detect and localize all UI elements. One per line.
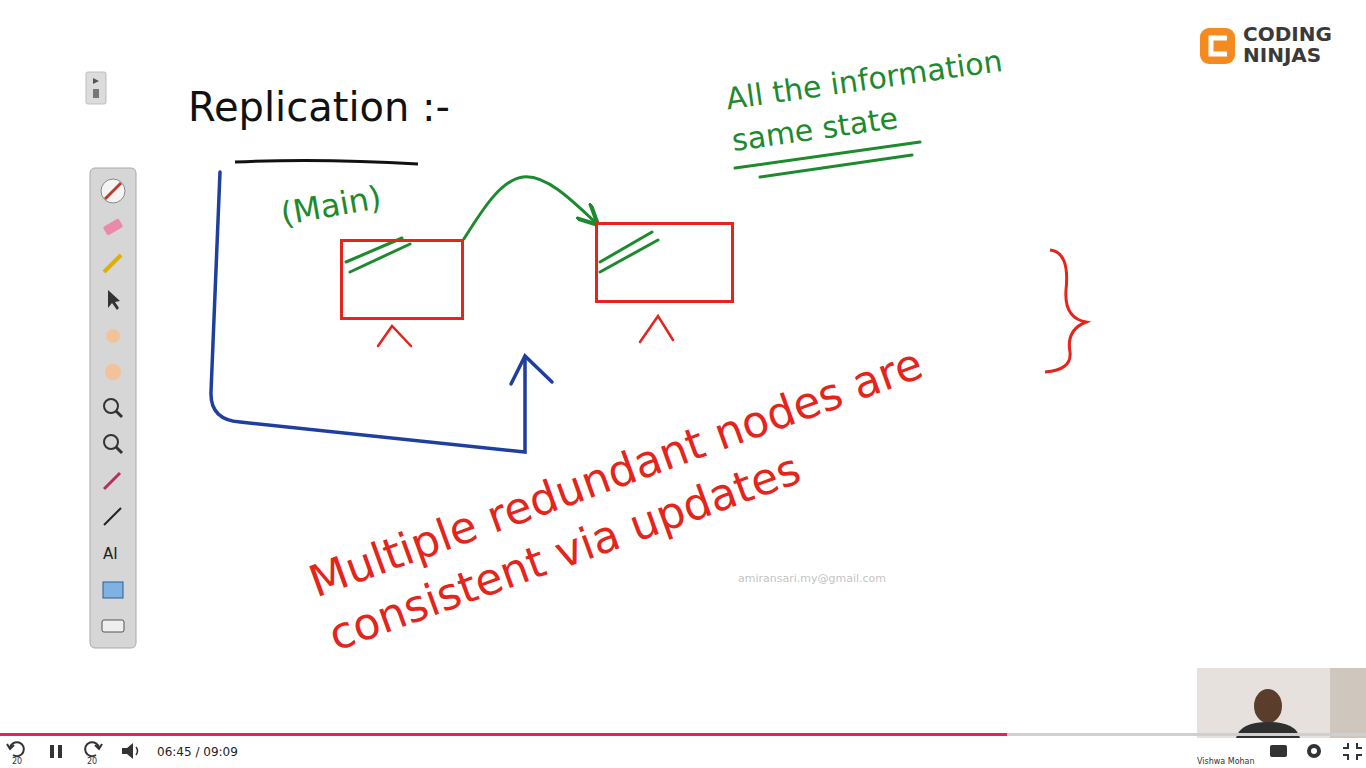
- replica-node: All the information same state: [595, 78, 1108, 303]
- node-heading: All the information same state: [723, 29, 1091, 162]
- replication-arrow: [464, 177, 595, 239]
- summary-note: Multiple redundant nodes are consistent …: [301, 320, 989, 663]
- skip-label: 20: [87, 757, 97, 767]
- title-underline: [235, 160, 418, 164]
- coding-ninjas-icon: [1200, 28, 1235, 64]
- server-box: [340, 239, 464, 320]
- skip-label: 20: [12, 757, 22, 767]
- green-marks: [346, 142, 920, 272]
- presenter-name: Vishwa Mohan: [1197, 757, 1255, 767]
- sidebar-tab: [86, 72, 106, 104]
- webcam-thumbnail: [1197, 668, 1366, 738]
- replica-node: (Main): [285, 192, 474, 320]
- node-heading: (Main): [277, 160, 471, 237]
- pen-toolbar: [90, 168, 136, 648]
- slide-title: Replication :-: [188, 84, 450, 130]
- video-time: 06:45 / 09:09: [157, 745, 238, 759]
- curly-bracket: [1045, 250, 1086, 372]
- carets: [378, 316, 673, 346]
- toolbar-icon: AI: [103, 545, 118, 563]
- watermark: amiransari.my@gmail.com: [738, 572, 886, 585]
- brand-logo: CODING NINJAS: [1243, 24, 1343, 66]
- server-box: [595, 222, 734, 303]
- player-bar: [0, 733, 1366, 768]
